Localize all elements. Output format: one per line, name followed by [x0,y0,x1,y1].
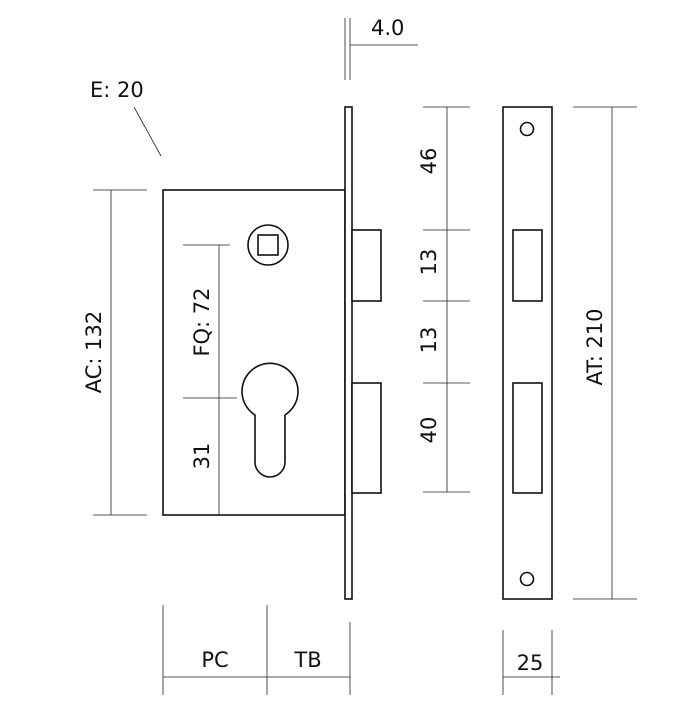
fq-label: FQ: 72 [190,287,214,356]
dim-chain: 46 13 13 40 [417,106,470,493]
dead-bolt [351,382,382,494]
cylinder-offset-label: 31 [190,443,214,470]
dim-follower-cylinder: FQ: 72 31 [183,244,237,515]
forend-plate [344,106,353,600]
cylinder-keyhole-icon [241,362,299,478]
seg-13b-label: 13 [417,327,441,354]
dim-thickness: 4.0 [344,16,418,80]
total-height-label: AT: 210 [583,308,607,385]
latch-bolt [351,229,382,302]
faceplate-front [502,106,553,600]
latch-opening [512,229,543,302]
edge-label: E: 20 [90,78,144,102]
faceplate-width-label: 25 [517,651,544,675]
seg-13a-label: 13 [417,249,441,276]
case-height-label: AC: 132 [82,311,106,394]
dim-edge: E: 20 [90,78,162,157]
spindle-square-icon [257,234,279,256]
seg-40-label: 40 [417,417,441,444]
seg-46-label: 46 [417,148,441,175]
dim-total-height: AT: 210 [573,106,637,600]
screw-hole-bottom-icon [519,571,535,587]
faceplate-depth-label: TB [293,648,321,672]
dim-bottom-depths: PC TB [162,605,351,695]
dim-faceplate-width: 25 [502,630,560,695]
dim-case-height: AC: 132 [82,189,147,516]
screw-hole-top-icon [519,121,535,137]
bolt-opening [512,382,543,494]
thickness-label: 4.0 [371,16,404,40]
backset-label: PC [201,648,228,672]
